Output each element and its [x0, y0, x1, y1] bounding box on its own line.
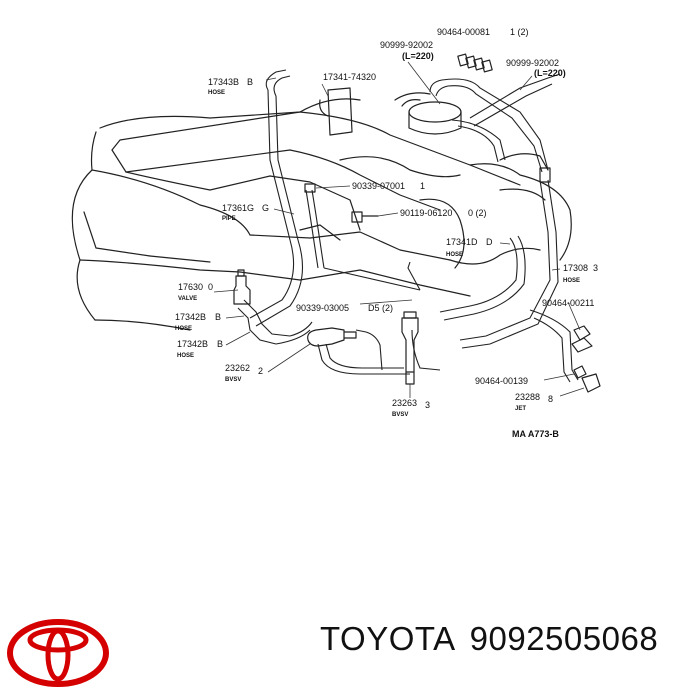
callout-90464-00081: 90464-00081 1 (2): [437, 27, 529, 37]
svg-text:17341-74320: 17341-74320: [323, 72, 376, 82]
figure-reference: MA A773-B: [512, 429, 559, 439]
toyota-logo: [7, 619, 109, 687]
svg-text:17361G: 17361G: [222, 203, 254, 213]
svg-text:HOSE: HOSE: [175, 326, 192, 332]
svg-text:HOSE: HOSE: [177, 353, 194, 359]
svg-text:17342B: 17342B: [177, 339, 208, 349]
svg-text:90119-06120: 90119-06120: [400, 208, 452, 218]
svg-text:JET: JET: [515, 406, 526, 412]
svg-text:BVSV: BVSV: [225, 377, 241, 383]
svg-text:HOSE: HOSE: [446, 252, 463, 258]
svg-text:HOSE: HOSE: [208, 90, 225, 96]
callout-90464-00211: 90464-00211: [542, 298, 594, 308]
svg-text:17630: 17630: [178, 282, 203, 292]
svg-text:90999-92002: 90999-92002: [380, 40, 433, 50]
callout-90999-92002-a: 90999-92002 (L=220): [380, 40, 434, 61]
brand-text: TOYOTA 9092505068: [320, 620, 672, 658]
callout-17308: 17308 3 HOSE: [563, 263, 598, 284]
svg-text:23262: 23262: [225, 363, 250, 373]
svg-text:B: B: [247, 77, 253, 87]
callout-90464-00139: 90464-00139: [475, 376, 528, 386]
callout-17361G: 17361G G PIPE: [222, 203, 269, 222]
svg-text:23288: 23288: [515, 392, 540, 402]
part-number: 9092505068: [469, 620, 659, 657]
callout-90999-92002-b: 90999-92002 (L=220): [506, 58, 566, 78]
svg-text:8: 8: [548, 394, 553, 404]
svg-text:1: 1: [420, 181, 425, 191]
components: [233, 53, 601, 393]
svg-text:BVSV: BVSV: [392, 412, 408, 418]
brand-name: TOYOTA: [320, 620, 456, 657]
svg-text:(L=220): (L=220): [534, 68, 566, 78]
svg-text:HOSE: HOSE: [563, 278, 580, 284]
svg-text:D: D: [486, 237, 493, 247]
svg-text:2: 2: [258, 366, 263, 376]
svg-text:90464-00081: 90464-00081: [437, 27, 490, 37]
hose-lines: [237, 69, 579, 383]
callout-90339-03005: 90339-03005: [296, 303, 349, 313]
svg-text:0: 0: [208, 282, 213, 292]
svg-text:VALVE: VALVE: [178, 296, 197, 302]
callout-90119-06120: 90119-06120 0 (2): [400, 208, 487, 218]
svg-text:90999-92002: 90999-92002: [506, 58, 559, 68]
svg-text:B: B: [215, 312, 221, 322]
callout-17342B-upper: 17342B B HOSE: [175, 312, 221, 332]
svg-text:90339-03005: 90339-03005: [296, 303, 349, 313]
callout-23262: 23262 2 BVSV: [225, 363, 263, 383]
part-labels: 90464-00081 1 (2) 90999-92002 (L=220) 90…: [175, 27, 598, 439]
svg-text:1 (2): 1 (2): [510, 27, 529, 37]
svg-text:17342B: 17342B: [175, 312, 206, 322]
svg-text:3: 3: [593, 263, 598, 273]
svg-text:0 (2): 0 (2): [468, 208, 487, 218]
callout-17342B-lower: 17342B B HOSE: [177, 339, 223, 359]
svg-text:(L=220): (L=220): [402, 51, 434, 61]
svg-text:B: B: [217, 339, 223, 349]
svg-text:90464-00211: 90464-00211: [542, 298, 594, 308]
svg-text:17341D: 17341D: [446, 237, 478, 247]
callout-90339-07001: 90339-07001 1: [352, 181, 425, 191]
callout-D5: D5 (2): [368, 303, 393, 313]
engine-outline: [71, 87, 572, 331]
svg-text:G: G: [262, 203, 269, 213]
svg-text:PIPE: PIPE: [222, 216, 236, 222]
svg-text:17343B: 17343B: [208, 77, 239, 87]
svg-text:90339-07001: 90339-07001: [352, 181, 405, 191]
engine-vacuum-hose-diagram: 90464-00081 1 (2) 90999-92002 (L=220) 90…: [71, 27, 601, 439]
callout-23288: 23288 8 JET: [515, 392, 553, 412]
svg-text:D5 (2): D5 (2): [368, 303, 393, 313]
svg-text:17308: 17308: [563, 263, 588, 273]
callout-17341-74320: 17341-74320: [323, 72, 376, 82]
leader-lines: [213, 61, 585, 398]
callout-17343B: 17343B B HOSE: [208, 77, 253, 96]
callout-23263: 23263 3 BVSV: [392, 398, 430, 418]
callout-17341D: 17341D D HOSE: [446, 237, 493, 258]
svg-text:90464-00139: 90464-00139: [475, 376, 528, 386]
svg-text:3: 3: [425, 400, 430, 410]
svg-text:23263: 23263: [392, 398, 417, 408]
callout-17630: 17630 0 VALVE: [178, 282, 213, 302]
